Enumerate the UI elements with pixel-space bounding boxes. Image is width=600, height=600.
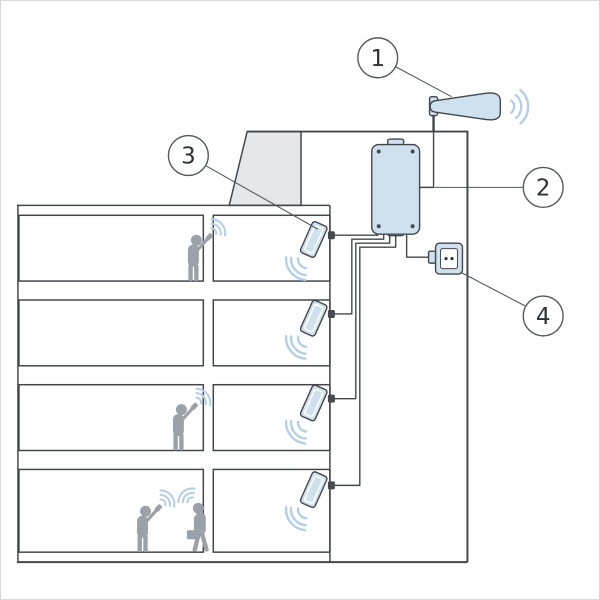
cable-floor3 xyxy=(331,234,391,400)
outlet-faceplate xyxy=(440,248,458,270)
cable-floor4 xyxy=(331,234,397,487)
callout-3-label: 3 xyxy=(181,143,196,169)
booster-unit xyxy=(371,138,421,237)
rooftop-structure xyxy=(228,130,302,207)
room-floor3-left xyxy=(18,383,205,452)
callout-2-label: 2 xyxy=(536,175,551,201)
outdoor-antenna xyxy=(428,88,530,132)
callout-4-leader xyxy=(460,271,526,307)
callout-1-leader xyxy=(395,66,452,98)
room-floor1-left xyxy=(18,214,205,282)
cable-floor2 xyxy=(331,234,385,315)
cable-outdoor-antenna xyxy=(419,131,435,189)
callout-3-circle xyxy=(167,134,210,177)
outdoor-signal-waves xyxy=(510,88,530,125)
callout-1-label: 1 xyxy=(370,46,385,72)
tower-outline xyxy=(247,130,469,563)
power-cord xyxy=(405,234,429,258)
antenna-body xyxy=(429,92,502,121)
building-cross-section xyxy=(16,130,469,564)
callout-3-leader xyxy=(205,164,319,230)
power-outlet xyxy=(405,234,464,275)
callout-1-circle xyxy=(357,37,399,79)
callouts: 1 2 3 4 xyxy=(167,37,564,337)
coax-cables xyxy=(331,131,435,487)
callout-2-circle xyxy=(522,166,564,209)
callout-4-label: 4 xyxy=(536,304,551,330)
room-floor2-left xyxy=(18,299,205,367)
room-floor4-left xyxy=(18,468,205,553)
callout-4-circle xyxy=(522,295,564,337)
cable-floor1 xyxy=(331,234,379,236)
booster-body xyxy=(371,143,421,235)
